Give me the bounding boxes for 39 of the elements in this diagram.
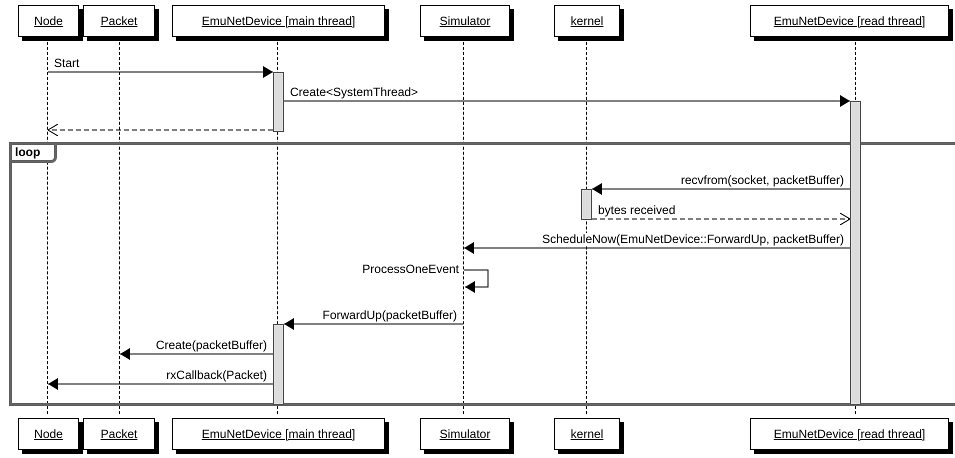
activation-bar [273, 324, 284, 405]
participant-name: kernel [570, 427, 604, 441]
participant-name: EmuNetDevice [main thread] [202, 14, 356, 28]
message-arrow [120, 348, 274, 360]
participant-name: Packet [100, 427, 138, 441]
lifeline [119, 42, 121, 414]
message-label: Create(packetBuffer) [154, 339, 268, 352]
lifeline [463, 42, 465, 414]
frame-label: loop [12, 145, 58, 163]
participant-name: Simulator [440, 14, 490, 28]
message-label: bytes received [597, 204, 676, 217]
participant-name: Node [34, 427, 63, 441]
message-arrow [284, 95, 850, 107]
message-arrow [48, 66, 274, 78]
activation-bar [273, 72, 284, 132]
participant-name: Node [34, 14, 63, 28]
participant-name: Packet [100, 14, 138, 28]
participant-name: Simulator [440, 427, 490, 441]
message-arrow [592, 183, 850, 195]
message-label: ProcessOneEvent [361, 263, 460, 276]
message-label: Start [53, 57, 80, 70]
participant-name: kernel [570, 14, 604, 28]
message-label: ForwardUp(packetBuffer) [322, 309, 458, 322]
return-arrow [48, 124, 274, 136]
message-label: ScheduleNow(EmuNetDevice::ForwardUp, packetBuffer) [541, 233, 845, 246]
message-arrow [48, 378, 274, 390]
message-arrow [284, 318, 464, 330]
activation-bar [581, 189, 592, 220]
return-arrow [592, 212, 850, 226]
message-arrow [464, 242, 850, 254]
participant-name: EmuNetDevice [read thread] [774, 427, 926, 441]
message-label: recvfrom(socket, packetBuffer) [680, 174, 845, 187]
participant-name: EmuNetDevice [main thread] [202, 427, 356, 441]
message-label: Create<SystemThread> [289, 86, 420, 99]
message-label: rxCallback(Packet) [165, 369, 268, 382]
activation-bar [850, 101, 861, 405]
message-arrow [464, 270, 488, 293]
participant-name: EmuNetDevice [read thread] [774, 14, 926, 28]
lifeline [47, 42, 49, 414]
